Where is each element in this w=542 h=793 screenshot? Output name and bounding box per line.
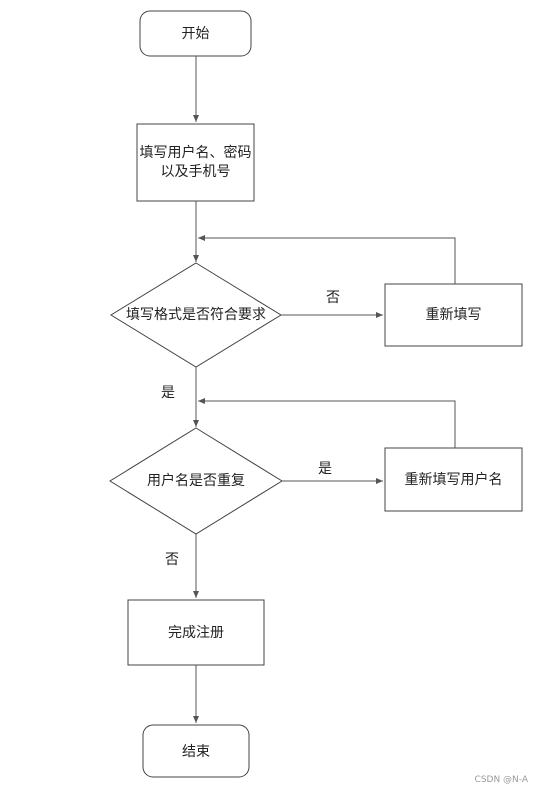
edge-label-format-yes: 是	[161, 385, 175, 401]
check-format-label: 填写格式是否符合要求	[126, 307, 266, 323]
edge-label-dup-no: 否	[165, 552, 179, 568]
input-node-label-line2: 以及手机号	[160, 164, 231, 180]
input-node-label-line1: 填写用户名、密码	[139, 145, 252, 161]
refill-node-shape	[384, 283, 523, 347]
edge-refill-username-loop-back	[198, 398, 456, 448]
complete-node-shape	[127, 599, 265, 666]
refill-username-node-label: 重新填写用户名	[404, 472, 503, 488]
edge-label-dup-yes: 是	[318, 461, 332, 477]
end-node-label: 结束	[182, 744, 210, 760]
start-node-label: 开始	[181, 26, 210, 42]
edge-refill-loop-back	[198, 235, 456, 284]
refill-node-label: 重新填写	[425, 307, 482, 323]
edge-label-format-no: 否	[326, 290, 340, 306]
check-duplicate-label: 用户名是否重复	[147, 473, 245, 489]
end-node-shape	[142, 724, 250, 778]
watermark-text: CSDN @N-A	[474, 775, 528, 785]
complete-node-label: 完成注册	[168, 625, 224, 641]
input-node-shape	[136, 123, 255, 202]
refill-username-node-shape	[384, 447, 523, 512]
